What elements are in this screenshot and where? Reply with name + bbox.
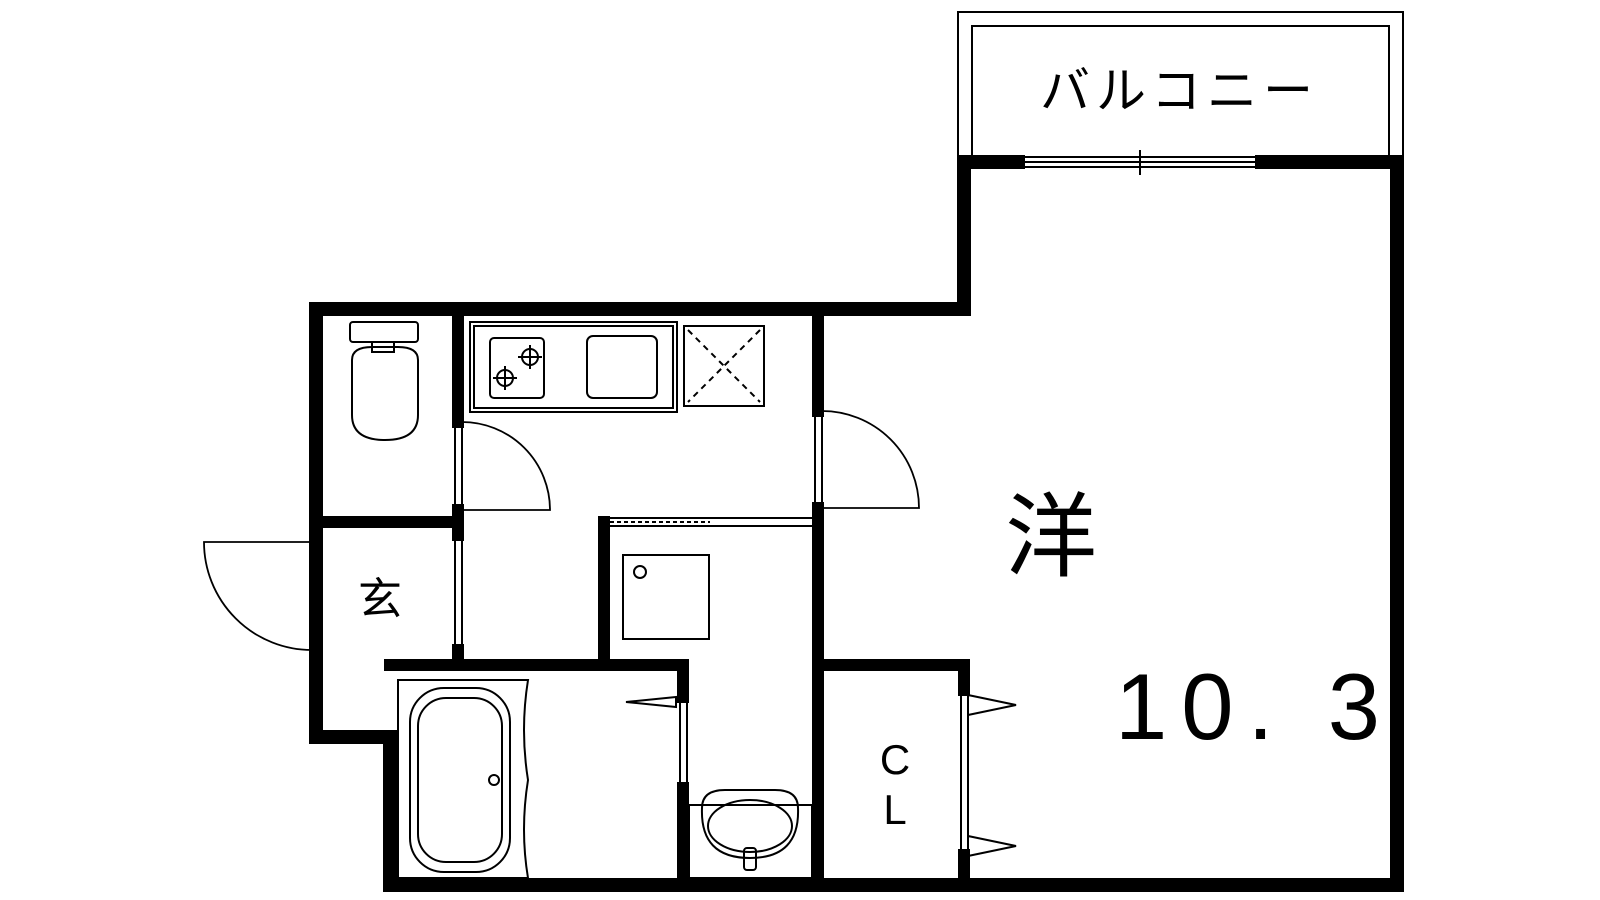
sink-icon bbox=[586, 335, 658, 399]
outer-walls bbox=[309, 155, 1404, 892]
closet-label: C L bbox=[874, 735, 916, 835]
western-room-area: 10. 3 bbox=[1115, 654, 1395, 759]
closet-label-line1: C bbox=[879, 736, 911, 783]
bathtub-icon bbox=[397, 679, 530, 879]
balcony-window bbox=[1018, 150, 1262, 175]
balcony-label: バルコニー bbox=[1040, 62, 1319, 120]
interior-walls bbox=[310, 303, 970, 891]
closet-label-line2: L bbox=[883, 786, 907, 833]
sliding-door-icon bbox=[610, 517, 812, 527]
western-room-label: 洋 bbox=[1005, 484, 1098, 591]
washbasin-icon bbox=[688, 789, 813, 879]
stove-icon bbox=[489, 337, 545, 399]
folding-door-icons bbox=[625, 693, 1017, 858]
kitchen-counter bbox=[469, 321, 678, 413]
toilet-icon bbox=[349, 321, 419, 442]
door-frames bbox=[311, 411, 969, 855]
door-swing-icon bbox=[203, 410, 920, 651]
washer-icon bbox=[622, 554, 710, 640]
entrance-label: 玄 bbox=[358, 574, 402, 625]
fridge-space-icon bbox=[683, 325, 765, 407]
